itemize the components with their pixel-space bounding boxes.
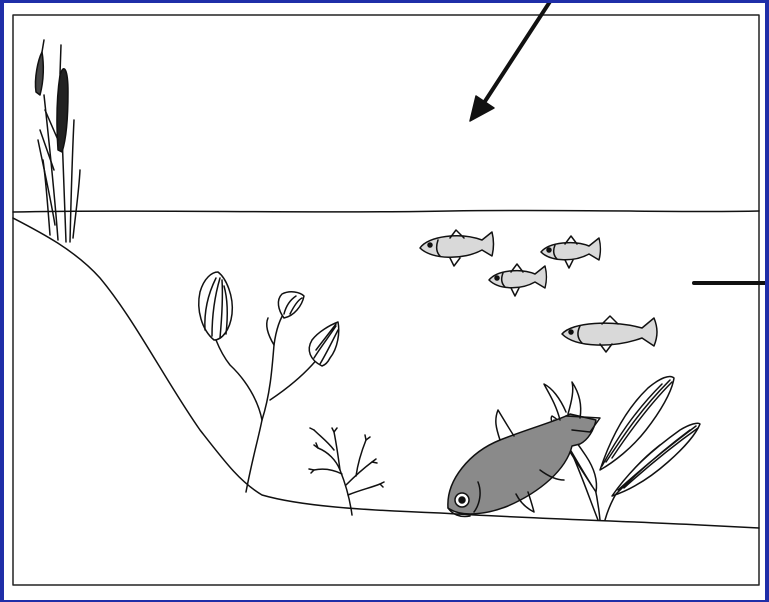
diagram-border bbox=[13, 15, 759, 585]
school-of-fish bbox=[420, 230, 657, 352]
water-surface-line bbox=[13, 210, 759, 212]
arrow-air bbox=[470, 3, 551, 121]
diagram-frame bbox=[4, 3, 765, 600]
fish-3 bbox=[489, 264, 547, 296]
fish-4 bbox=[562, 316, 657, 352]
fish-1 bbox=[420, 230, 494, 266]
tall-aquatic-plant bbox=[199, 272, 339, 492]
lake-cross-section bbox=[4, 3, 765, 600]
small-branching-plant bbox=[309, 428, 384, 515]
lake-bottom-slope bbox=[13, 218, 759, 528]
fish-2 bbox=[541, 236, 601, 268]
broad-leaf-plant bbox=[551, 376, 700, 520]
